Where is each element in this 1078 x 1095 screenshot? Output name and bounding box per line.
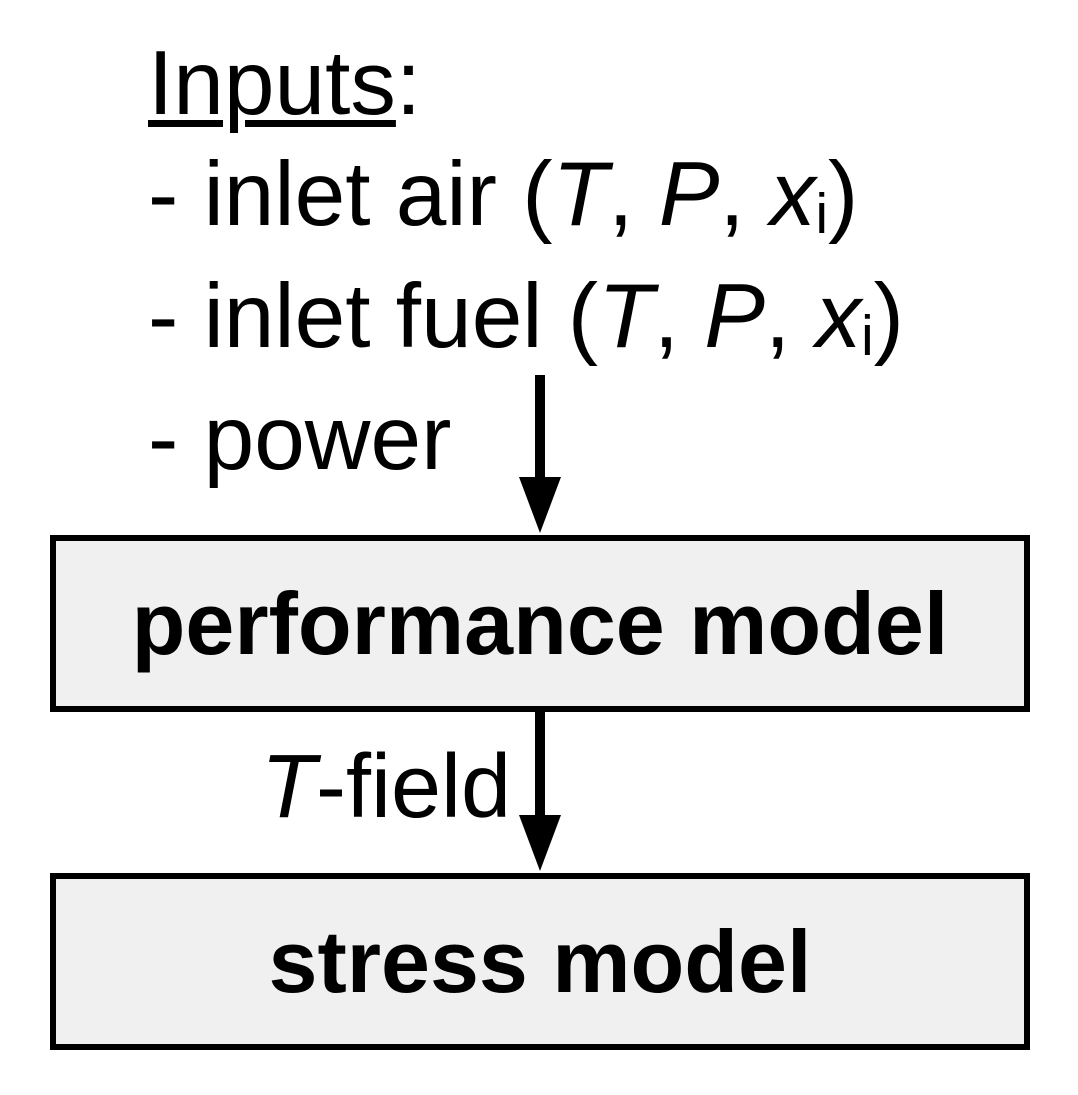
stress-model-label: stress model — [268, 911, 812, 1011]
inputs-heading: Inputs: — [148, 28, 904, 139]
text-segment: ) — [828, 144, 859, 245]
text-segment: -field — [315, 737, 512, 837]
text-segment: T — [552, 144, 609, 245]
arrow-stem — [535, 712, 545, 818]
input-item-inlet-fuel: - inlet fuel (T, P, xi) — [148, 261, 904, 383]
text-segment: P — [658, 144, 720, 245]
arrow-stem — [535, 375, 545, 485]
input-item-power: - power — [148, 383, 904, 494]
inputs-heading-text: Inputs — [148, 33, 396, 134]
inputs-heading-colon: : — [395, 33, 422, 134]
input-item-inlet-air: - inlet air (T, P, xi) — [148, 139, 904, 261]
text-segment: x — [815, 266, 862, 367]
text-segment: ) — [873, 266, 904, 367]
text-segment: , — [719, 144, 770, 245]
text-segment: i — [861, 303, 874, 367]
arrow-down-icon — [519, 375, 561, 533]
performance-model-box: performance model — [50, 535, 1030, 712]
inputs-list: Inputs: - inlet air (T, P, xi) - inlet f… — [148, 28, 904, 494]
t-field-label: T-field — [261, 742, 511, 832]
text-segment: - inlet air ( — [148, 144, 553, 245]
text-segment: T — [261, 737, 316, 837]
arrow-head — [519, 477, 561, 533]
text-segment: - inlet fuel ( — [148, 266, 599, 367]
stress-model-box: stress model — [50, 873, 1030, 1050]
text-segment: , — [765, 266, 816, 367]
text-segment: P — [704, 266, 765, 367]
text-segment: , — [608, 144, 659, 245]
arrow-down-icon — [519, 712, 561, 871]
text-segment: , — [653, 266, 705, 367]
performance-model-label: performance model — [131, 573, 949, 673]
text-segment: x — [769, 144, 816, 245]
text-segment: T — [598, 266, 654, 367]
arrow-head — [519, 815, 561, 871]
text-segment: - power — [148, 388, 452, 489]
text-segment: i — [815, 181, 829, 245]
